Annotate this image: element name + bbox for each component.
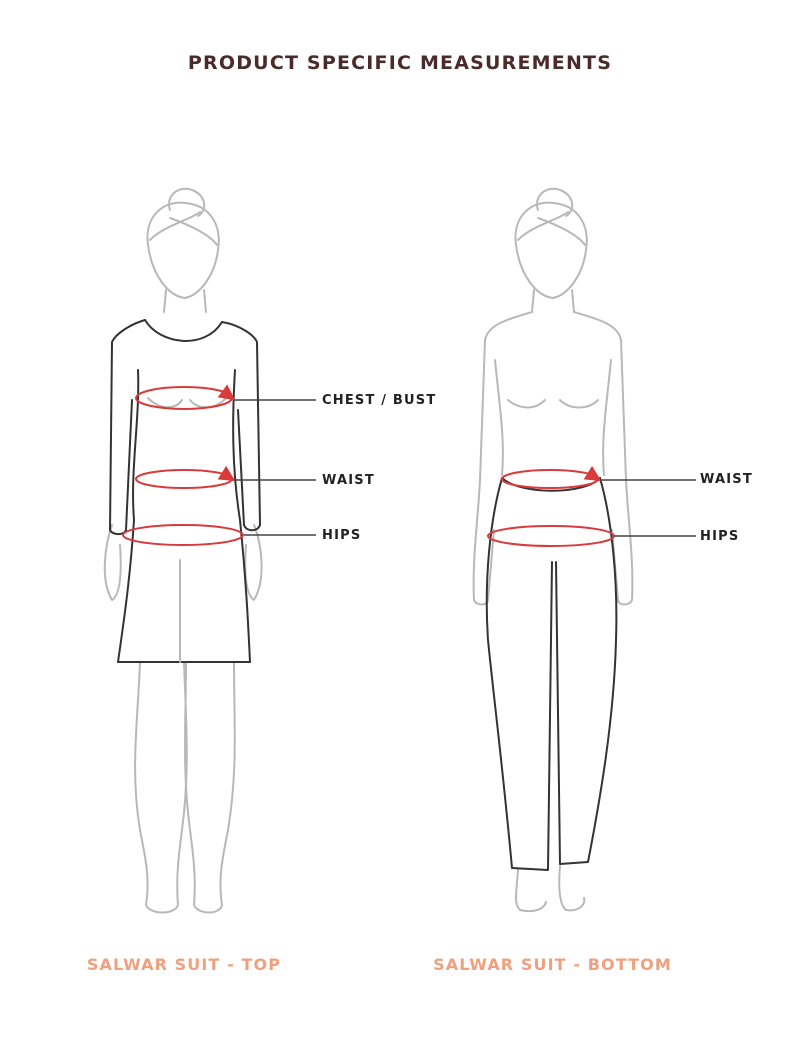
label-hips-top: HIPS: [322, 528, 362, 543]
figure-top: [103, 187, 263, 914]
label-waist-top: WAIST: [322, 473, 375, 488]
garment-kurta: [109, 319, 261, 663]
kurta-right-sleeve: [221, 321, 261, 532]
label-waist-bottom: WAIST: [700, 472, 753, 487]
kurta-left-sleeve: [109, 319, 146, 536]
kurta-left-side: [117, 369, 140, 663]
hips-ring: [122, 524, 244, 546]
figure-bottom: [472, 187, 634, 913]
caption-bottom: SALWAR SUIT - BOTTOM: [433, 955, 672, 974]
torso: [472, 311, 533, 606]
garment-salwar: [485, 477, 618, 871]
leader-lines-bottom: [600, 479, 696, 537]
salwar-left-outer: [485, 477, 553, 871]
head: [146, 201, 220, 299]
label-chest-bust: CHEST / BUST: [322, 393, 437, 408]
waist-ring: [501, 469, 599, 489]
caption-top: SALWAR SUIT - TOP: [86, 955, 282, 974]
waist-ring: [135, 469, 233, 489]
kurta-right-side: [232, 369, 251, 663]
salwar-right-outer: [555, 477, 618, 865]
label-hips-bottom: HIPS: [700, 529, 740, 544]
left-leg: [134, 661, 188, 914]
chest-ring: [135, 386, 233, 410]
leader-lines-top: [234, 399, 316, 536]
page-title: PRODUCT SPECIFIC MEASUREMENTS: [187, 52, 613, 74]
measure-rings-top: [122, 384, 244, 546]
kurta-neckline: [144, 319, 223, 342]
head: [514, 201, 588, 299]
hips-ring: [487, 525, 615, 547]
right-leg: [184, 661, 236, 914]
